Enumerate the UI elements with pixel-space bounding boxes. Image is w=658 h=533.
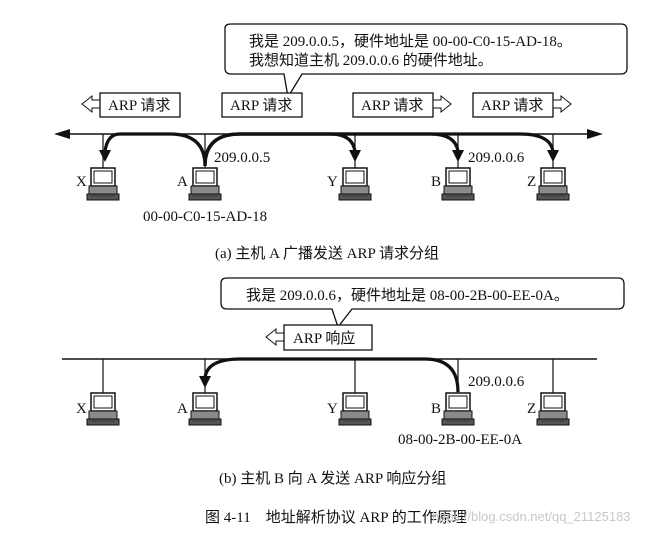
- host-a-b-computer-icon: [188, 392, 222, 426]
- host-b-label-b: B: [431, 401, 441, 417]
- ip-b-label-b: 209.0.0.6: [468, 374, 525, 390]
- speech-bubble-b: 我是 209.0.0.6，硬件地址是 08-00-2B-00-EE-0A。: [220, 277, 625, 329]
- speech-bubble-a: 我是 209.0.0.5，硬件地址是 00-00-C0-15-AD-18。 我想…: [224, 23, 628, 99]
- watermark: https://blog.csdn.net/qq_21125183: [432, 509, 631, 524]
- host-x-label-b: X: [76, 401, 87, 417]
- arp-request-box-2: ARP 请求: [221, 92, 303, 118]
- caption-b: (b) 主机 B 向 A 发送 ARP 响应分组: [219, 469, 446, 487]
- host-z-label-a: Z: [527, 174, 536, 190]
- bubble-a-line1: 我是 209.0.0.5，硬件地址是 00-00-C0-15-AD-18。: [249, 33, 572, 50]
- figure-caption: 图 4-11 地址解析协议 ARP 的工作原理: [205, 509, 467, 526]
- host-b-a-computer-icon: [441, 167, 475, 201]
- arp-request-label-4: ARP 请求: [481, 97, 543, 114]
- bubble-b-line1: 我是 209.0.0.6，硬件地址是 08-00-2B-00-EE-0A。: [246, 287, 569, 304]
- caption-a: (a) 主机 A 广播发送 ARP 请求分组: [215, 245, 439, 262]
- arp-request-box-3: ARP 请求: [352, 92, 452, 118]
- arp-request-box-4: ARP 请求: [472, 92, 572, 118]
- panel-b: 我是 209.0.0.6，硬件地址是 08-00-2B-00-EE-0A。 AR…: [62, 277, 625, 487]
- ip-a-label: 209.0.0.5: [214, 150, 270, 166]
- arp-request-label-2: ARP 请求: [230, 97, 292, 114]
- host-x-a-computer-icon: [86, 167, 120, 201]
- ip-b-label-a: 209.0.0.6: [468, 150, 525, 166]
- host-y-label-b: Y: [327, 401, 338, 417]
- host-z-b-computer-icon: [536, 392, 570, 426]
- host-z-label-b: Z: [527, 401, 536, 417]
- host-a-a-computer-icon: [188, 167, 222, 201]
- mac-b-label: 08-00-2B-00-EE-0A: [398, 432, 522, 448]
- panel-a: 我是 209.0.0.5，硬件地址是 00-00-C0-15-AD-18。 我想…: [54, 23, 628, 262]
- arp-reply-label: ARP 响应: [293, 329, 355, 347]
- arp-request-box-1: ARP 请求: [81, 92, 181, 118]
- host-y-label-a: Y: [327, 174, 338, 190]
- arp-request-label-3: ARP 请求: [361, 97, 423, 114]
- mac-a-label: 00-00-C0-15-AD-18: [143, 209, 267, 225]
- arp-request-label-1: ARP 请求: [108, 97, 170, 114]
- bubble-a-line2: 我想知道主机 209.0.0.6 的硬件地址。: [249, 52, 493, 69]
- host-x-b-computer-icon: [86, 392, 120, 426]
- host-y-b-computer-icon: [338, 392, 372, 426]
- host-y-a-computer-icon: [338, 167, 372, 201]
- reply-arrow: [203, 357, 460, 393]
- arp-reply-box: ARP 响应: [265, 324, 373, 351]
- host-b-b-computer-icon: [441, 392, 475, 426]
- host-b-label-a: B: [431, 174, 441, 190]
- host-a-label-a: A: [177, 174, 188, 190]
- broadcast-arrows: [103, 132, 555, 167]
- host-z-a-computer-icon: [536, 167, 570, 201]
- host-x-label-a: X: [76, 174, 87, 190]
- host-a-label-b: A: [177, 401, 188, 417]
